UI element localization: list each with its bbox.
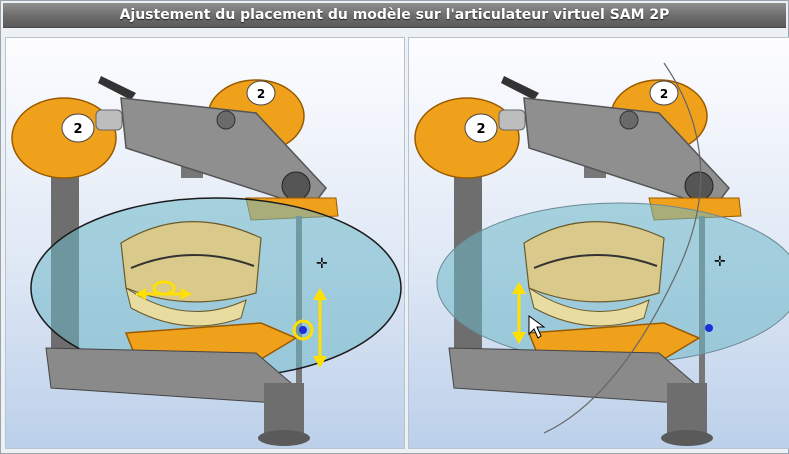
translate-gizmo[interactable] bbox=[512, 282, 526, 344]
left-3d-view[interactable]: 2 2 bbox=[5, 37, 405, 449]
rotate-gizmo[interactable] bbox=[136, 280, 191, 300]
base-column bbox=[667, 383, 707, 438]
knob-number-right: 2 bbox=[257, 87, 265, 101]
articulator-scene-right[interactable]: 2 2 ✛ bbox=[409, 38, 789, 448]
right-3d-view[interactable]: 2 2 ✛ bbox=[408, 37, 789, 449]
lower-base bbox=[448, 347, 695, 404]
articulator-scene-left[interactable]: 2 2 bbox=[6, 38, 404, 448]
axis-mark: ✛ bbox=[714, 254, 726, 270]
left-condyle-housing: 2 bbox=[414, 97, 526, 179]
blue-handle[interactable] bbox=[299, 326, 307, 334]
window-title: Ajustement du placement du modèle sur l'… bbox=[119, 7, 670, 23]
mouse-cursor-icon bbox=[528, 315, 546, 339]
axis-mark: ✛ bbox=[316, 256, 328, 272]
base-column bbox=[264, 383, 304, 438]
knob-number-left: 2 bbox=[73, 122, 82, 137]
rotation-arc[interactable] bbox=[543, 62, 702, 434]
translate-gizmo[interactable] bbox=[292, 288, 327, 368]
top-handle bbox=[98, 76, 136, 100]
knob-number-right: 2 bbox=[660, 87, 668, 101]
dental-model bbox=[120, 221, 262, 327]
left-condyle-housing: 2 bbox=[11, 97, 123, 179]
knob-label-left bbox=[61, 113, 95, 143]
title-bar: Ajustement du placement du modèle sur l'… bbox=[3, 3, 786, 28]
top-handle bbox=[501, 76, 539, 100]
blue-handle[interactable] bbox=[705, 324, 713, 332]
knob-number-left: 2 bbox=[476, 122, 485, 137]
lower-base bbox=[45, 347, 292, 404]
dental-model bbox=[523, 221, 665, 327]
